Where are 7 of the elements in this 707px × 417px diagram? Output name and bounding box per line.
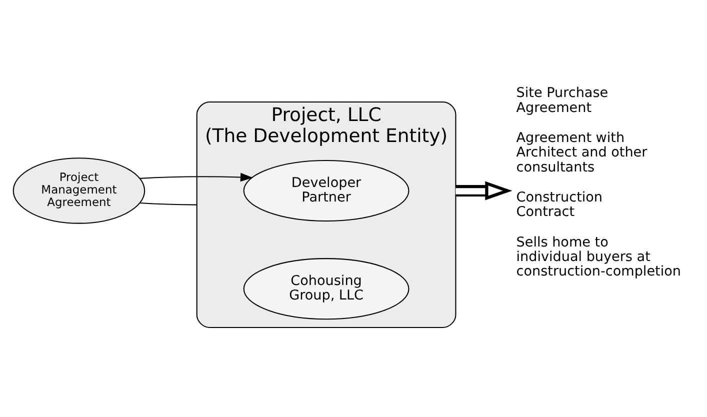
node-ellipse: Project Management Agreement: [12, 157, 146, 224]
node-text: Site Purchase Agreement Agreement with Architect and other consultants Construction Contract Sells home to individual buyers at construction-completion: [516, 84, 681, 280]
arrow: [140, 172, 253, 182]
node-ellipse: Cohousing Group, LLC: [243, 258, 410, 320]
connector: [140, 202, 197, 205]
node-ellipse: Developer Partner: [243, 159, 410, 222]
arrow: [456, 180, 512, 200]
